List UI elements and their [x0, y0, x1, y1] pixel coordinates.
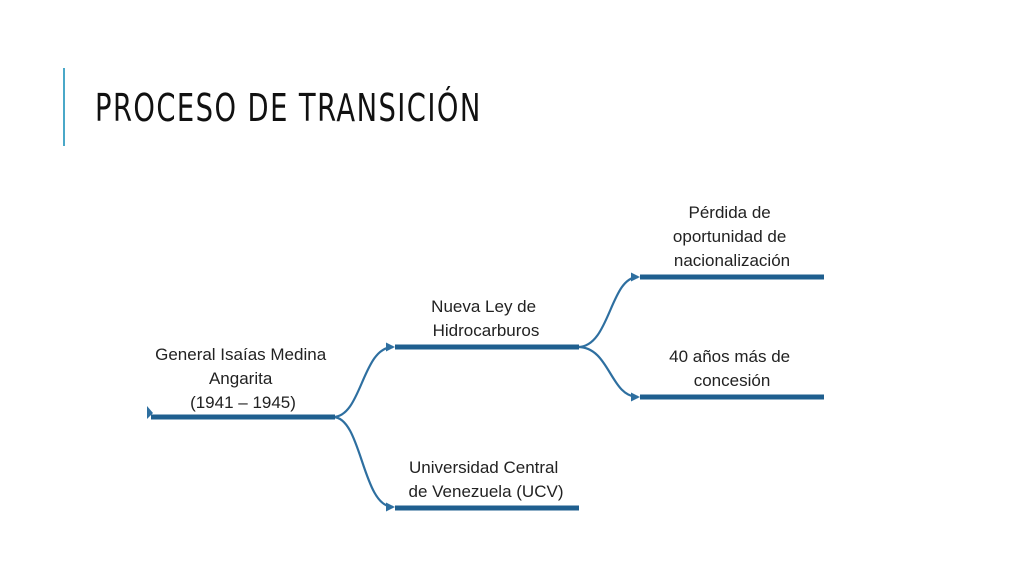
connector-ley-to-anos: [577, 345, 640, 402]
node-nueva-ley: Nueva Ley de Hidrocarburos: [395, 297, 579, 350]
node-40-anos-label-line-1: 40 años más de: [669, 347, 790, 366]
node-perdida-label-line-3: nacionalización: [674, 251, 790, 270]
node-40-anos-label: 40 años más de concesión: [669, 347, 795, 390]
connector-ley-to-perdida: [577, 272, 640, 349]
node-nueva-ley-label-line-1: Nueva Ley de: [431, 297, 536, 316]
node-perdida-label-line-2: oportunidad de: [673, 227, 786, 246]
node-nueva-ley-label: Nueva Ley de Hidrocarburos: [431, 297, 541, 340]
node-40-anos-label-line-2: concesión: [694, 371, 771, 390]
node-ucv-label-line-2: de Venezuela (UCV): [409, 482, 564, 501]
node-perdida-label-line-1: Pérdida de: [689, 203, 771, 222]
node-ucv-label-line-1: Universidad Central: [409, 458, 558, 477]
node-perdida: Pérdida de oportunidad de nacionalizació…: [640, 203, 824, 280]
node-root: General Isaías Medina Angarita (1941 – 1…: [147, 345, 335, 420]
node-perdida-label: Pérdida de oportunidad de nacionalizació…: [673, 203, 791, 270]
node-40-anos: 40 años más de concesión: [640, 347, 824, 400]
slide-title: PROCESO DE TRANSICIÓN: [95, 86, 482, 130]
connector-root-to-ley: [332, 342, 395, 419]
node-root-label-line-1: General Isaías Medina: [155, 345, 327, 364]
node-nueva-ley-label-line-2: Hidrocarburos: [433, 321, 540, 340]
node-ucv: Universidad Central de Venezuela (UCV): [395, 458, 579, 511]
node-root-label-line-2: Angarita: [209, 369, 273, 388]
node-ucv-label: Universidad Central de Venezuela (UCV): [409, 458, 564, 501]
title-accent-bar: [63, 68, 65, 146]
node-root-label: General Isaías Medina Angarita (1941 – 1…: [155, 345, 331, 412]
root-entry-arrow: [147, 406, 153, 419]
connector-root-to-ucv: [332, 415, 395, 512]
node-root-label-line-3: (1941 – 1945): [190, 393, 296, 412]
